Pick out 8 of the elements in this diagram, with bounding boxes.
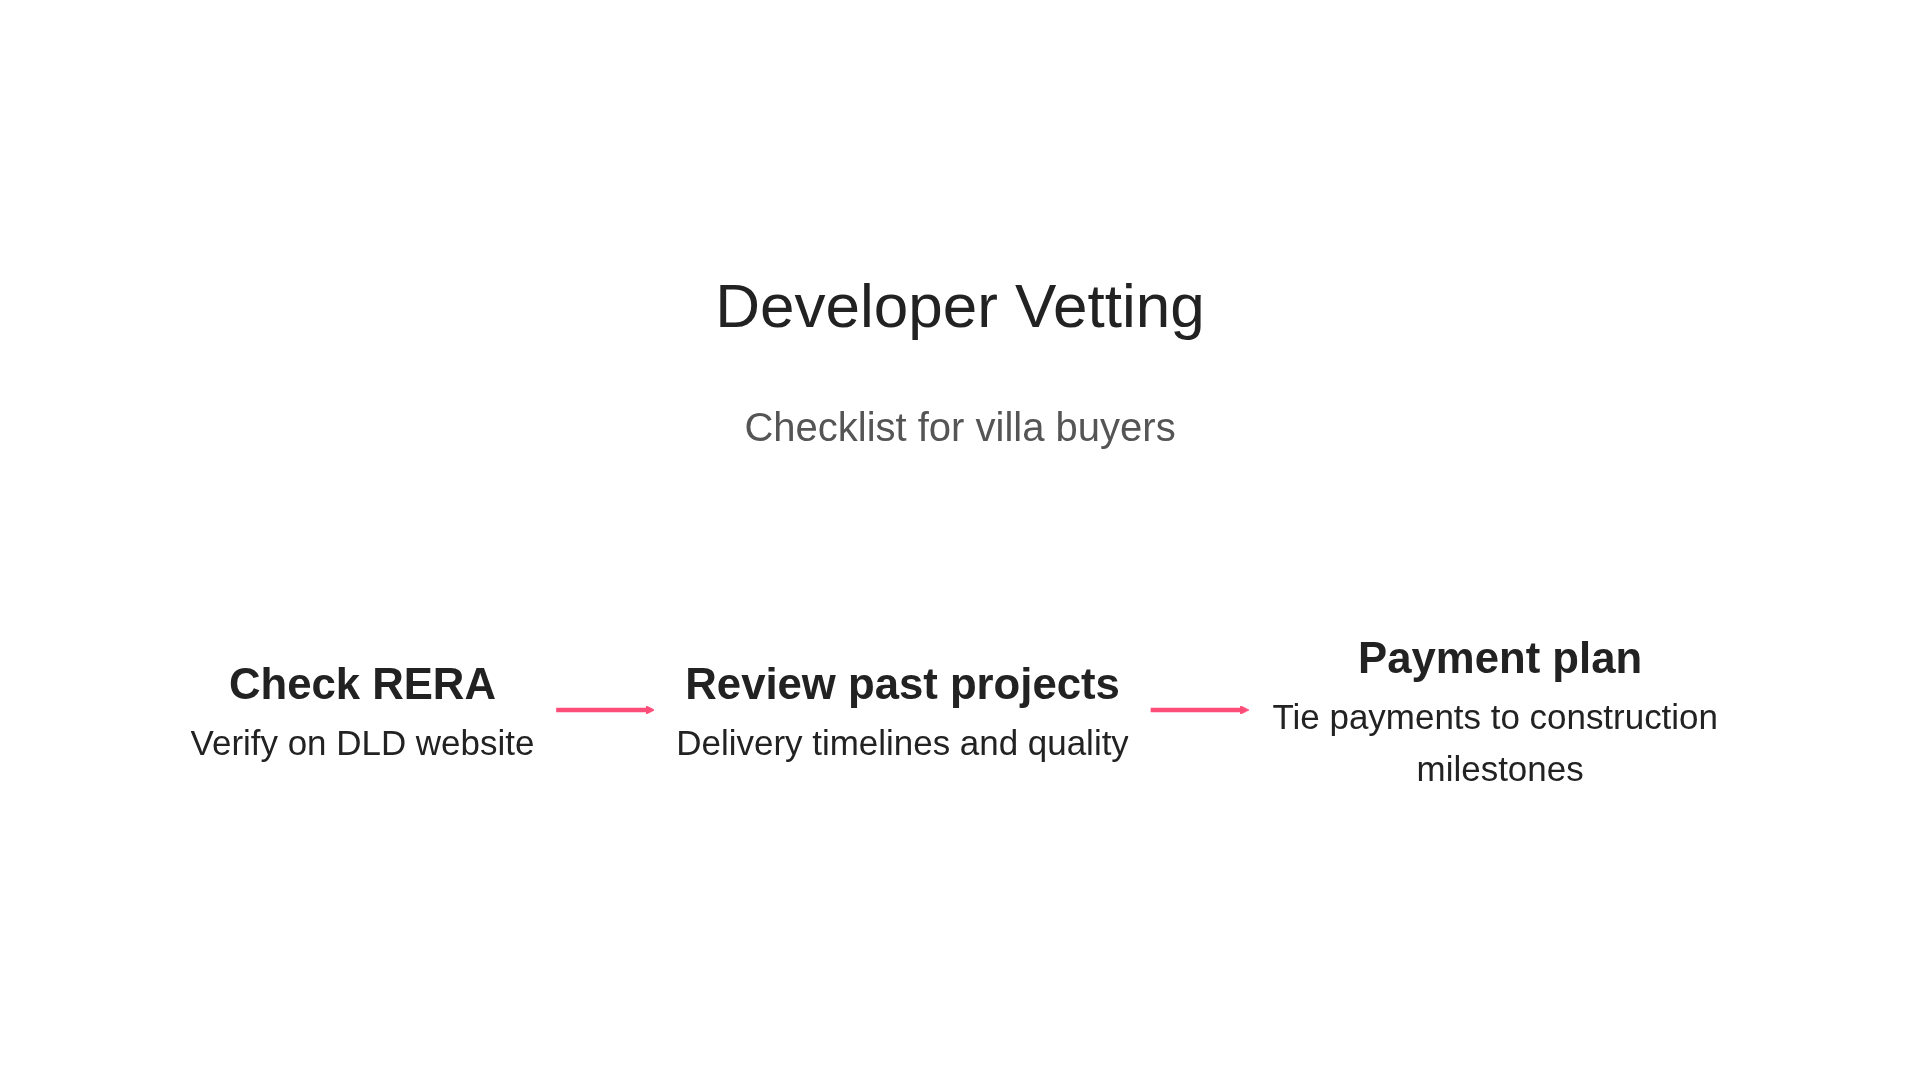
- node-text: Payment plan Tie payments to construction milestones: [1272, 633, 1718, 789]
- diagram-title: Developer Vetting: [715, 270, 1205, 341]
- node-text: Review past projects Delivery timelines and quality: [676, 659, 1129, 763]
- arrow: [556, 705, 655, 715]
- node-text: Check RERA Verify on DLD website: [190, 659, 535, 763]
- arrow: [1150, 705, 1250, 715]
- flow-diagram: Check RERA Verify on DLD website Review past projects Delivery timelines and quality Payment plan Tie payments to construction milestones: [160, 560, 1760, 860]
- subtitle: Checklist for villa buyers: [744, 405, 1176, 450]
